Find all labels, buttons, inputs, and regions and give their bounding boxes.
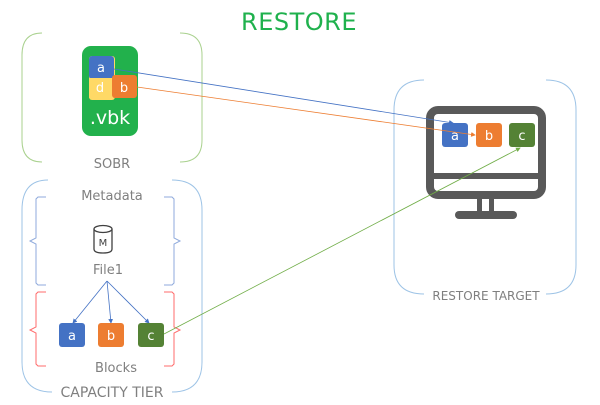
metadata-brace: [28, 196, 182, 286]
tier-block-a: [59, 323, 85, 347]
file1-label: File1: [93, 263, 123, 278]
capacity-tier-label: CAPACITY TIER: [61, 385, 164, 401]
svg-text:a: a: [451, 129, 459, 144]
monitor-icon: [426, 106, 546, 219]
metadata-label: Metadata: [81, 189, 143, 204]
block-a-label: a: [97, 61, 105, 76]
svg-text:a: a: [68, 329, 76, 344]
sobr-label: SOBR: [94, 157, 130, 172]
restore-target-blocks: a b c: [442, 123, 535, 147]
target-block-c: [509, 123, 535, 147]
restore-target-label: RESTORE TARGET: [432, 289, 540, 303]
blocks-label: Blocks: [95, 361, 137, 376]
restore-target-container: [393, 79, 577, 295]
vbk-file-icon: a d b .vbk: [82, 46, 138, 136]
file-to-blocks-arrows: [72, 280, 150, 324]
vbk-extension: .vbk: [90, 107, 130, 129]
target-block-a: [442, 123, 468, 147]
capacity-tier-container: [21, 179, 203, 393]
capacity-tier-blocks: a b c: [59, 323, 164, 347]
block-b: [112, 75, 137, 98]
restore-arrow-b: [136, 86, 476, 137]
svg-text:c: c: [147, 329, 154, 344]
tier-block-c: [138, 323, 164, 347]
restore-arrow-a: [113, 68, 454, 125]
svg-text:b: b: [107, 329, 115, 344]
metadata-database-icon: M: [93, 224, 113, 254]
block-d-label: d: [96, 81, 104, 96]
block-b-label: b: [120, 81, 128, 96]
target-block-b: [476, 123, 502, 147]
svg-text:c: c: [518, 129, 525, 144]
diagram-title: RESTORE: [241, 8, 357, 36]
sobr-container: [21, 32, 203, 163]
tier-block-b: [98, 323, 124, 347]
svg-text:M: M: [99, 238, 108, 249]
restore-arrow-c: [163, 147, 521, 335]
block-a: [89, 56, 114, 79]
svg-text:b: b: [485, 129, 493, 144]
blocks-brace: [28, 291, 182, 367]
